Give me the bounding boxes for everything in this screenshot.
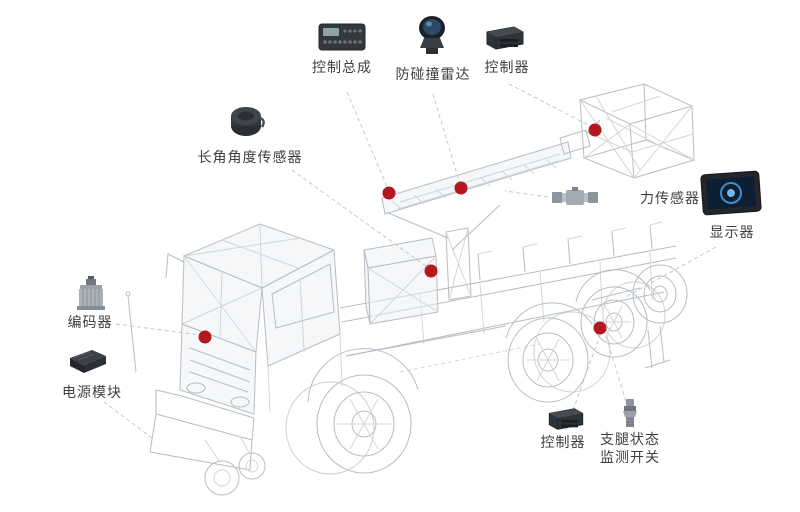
callout-label: 长角角度传感器	[197, 149, 303, 165]
callout-anti-collision-radar: 防碰撞雷达	[395, 66, 471, 84]
callout-controller-top: 控制器	[482, 59, 532, 77]
callout-label: 控制器	[484, 59, 530, 75]
callout-label: 控制器	[540, 434, 586, 450]
callout-display: 显示器	[704, 224, 760, 242]
callout-outrigger-switch: 支腿状态监测开关	[600, 431, 664, 466]
sensor-location-marker	[382, 186, 396, 200]
outrigger-switch-icon	[615, 398, 645, 437]
controller-icon	[546, 406, 586, 437]
cab	[155, 223, 343, 441]
callout-force-sensor: 力传感器	[640, 190, 710, 208]
display-icon	[700, 170, 762, 221]
leader-line	[432, 93, 461, 185]
load-cell-icon	[550, 186, 600, 213]
encoder-icon	[72, 276, 110, 317]
front-outrigger	[125, 291, 266, 496]
leader-line	[346, 91, 389, 190]
sensor-markers	[198, 123, 607, 344]
angle-sensor-icon	[227, 104, 265, 145]
callout-label: 防碰撞雷达	[395, 66, 471, 82]
callout-label: 支腿状态监测开关	[600, 431, 660, 465]
callout-encoder: 编码器	[62, 314, 118, 332]
callout-boom-angle-sensor: 长角角度传感器	[196, 149, 304, 167]
leader-line	[103, 401, 153, 439]
callout-power-module: 电源模块	[58, 384, 126, 402]
sensor-location-marker	[588, 123, 602, 137]
sensor-location-marker	[424, 264, 438, 278]
callout-label: 电源模块	[62, 384, 122, 400]
controller-icon	[484, 24, 526, 57]
callout-label: 显示器	[709, 224, 755, 240]
callout-label: 编码器	[67, 314, 113, 330]
sensor-location-marker	[593, 321, 607, 335]
deck-box-and-turret	[363, 204, 501, 325]
callout-controller-bottom: 控制器	[538, 434, 588, 452]
sensor-location-marker	[198, 330, 212, 344]
leader-line	[115, 323, 201, 336]
rear-wheels	[505, 264, 688, 403]
leader-line	[508, 83, 593, 128]
radar-icon	[412, 14, 452, 65]
leader-line	[504, 190, 549, 198]
leader-line	[623, 246, 717, 299]
front-wheel	[285, 348, 419, 475]
callout-label: 力传感器	[640, 190, 700, 206]
boom	[381, 119, 601, 215]
power-module-icon	[66, 346, 108, 381]
callout-control-assembly: 控制总成	[308, 59, 376, 77]
control-assembly-icon	[318, 22, 366, 57]
callout-label: 控制总成	[312, 59, 372, 75]
sensor-location-marker	[454, 181, 468, 195]
